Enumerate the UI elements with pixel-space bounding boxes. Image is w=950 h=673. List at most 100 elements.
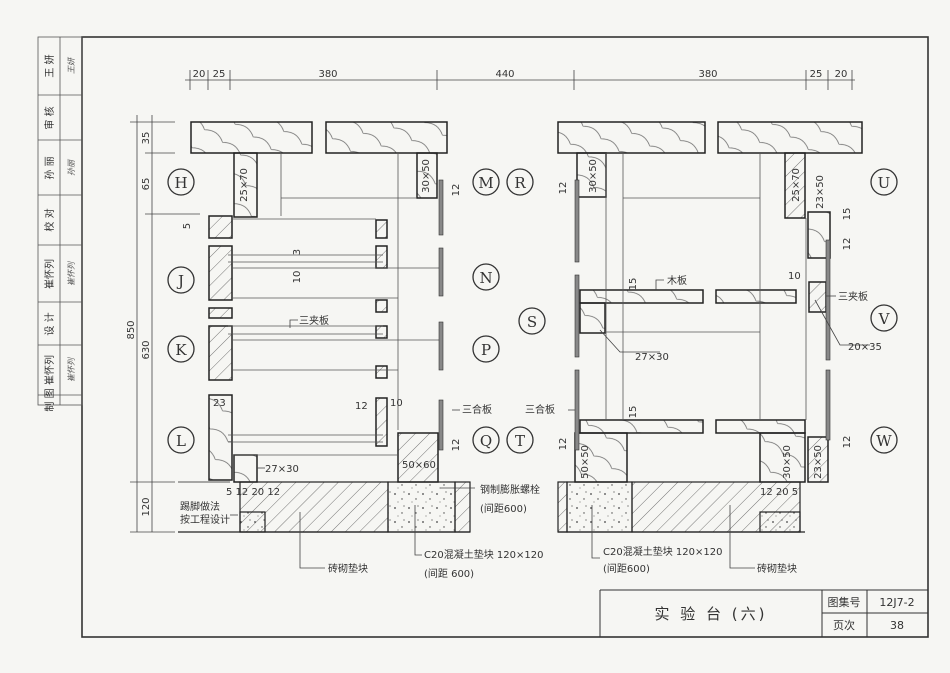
strip-label: 崔怀列 (43, 355, 56, 385)
dim-left: 35 (141, 132, 152, 145)
detail-marker-s: S (527, 313, 537, 331)
annot-w-block: 30×50 (782, 445, 793, 479)
annot-q-12: 12 (451, 439, 462, 452)
drawing-title: 实 验 台 (六) (654, 605, 767, 623)
dim-left: 850 (126, 320, 137, 339)
signature: 崔怀列 (67, 356, 76, 382)
annot-r-post: 30×50 (588, 159, 599, 193)
annot-concrete-spacing: (间距 600) (424, 567, 474, 580)
detail-marker-v: V (878, 310, 891, 328)
dim-top: 380 (318, 69, 337, 80)
left-floor (178, 481, 471, 533)
annot-q-block: 50×60 (402, 460, 436, 471)
right-section-drawing (557, 121, 863, 483)
dim-top: 20 (835, 69, 848, 80)
annot-s-block: 27×30 (635, 352, 669, 363)
annot-v-block: 20×35 (848, 342, 882, 353)
annot-sanhe: 三合板 (462, 403, 492, 416)
signature: 孙丽 (67, 158, 76, 176)
annot-u-block: 23×50 (815, 175, 826, 209)
dim-left: 630 (141, 340, 152, 359)
annot-l-23: 23 (213, 398, 226, 409)
annot-l-12: 12 (355, 401, 368, 412)
detail-marker-u: U (878, 174, 891, 192)
annot-right-concrete: C20混凝土垫块 120×120 (603, 545, 722, 558)
top-dimension-line (185, 70, 855, 90)
dim-left: 65 (141, 178, 152, 191)
title-block (599, 589, 928, 637)
annot-l-block: 27×30 (265, 464, 299, 475)
annot-m-12: 12 (451, 184, 462, 197)
annot-skirting: 踢脚做法 (180, 500, 220, 513)
dim-top: 25 (810, 69, 823, 80)
detail-marker-p: P (481, 341, 491, 359)
strip-label: 设 计 (43, 312, 56, 335)
annot-bolt-spacing: (间距600) (480, 502, 527, 515)
approval-strip (37, 36, 83, 406)
detail-marker-r: R (514, 174, 526, 192)
strip-label: 崔怀列 (43, 259, 56, 289)
left-dimension-lines (130, 115, 200, 533)
detail-marker-n: N (479, 269, 492, 287)
left-section-thin-lines (228, 153, 440, 456)
annot-t-block: 50×50 (580, 445, 591, 479)
annot-h-leg: 25×70 (239, 168, 250, 202)
right-section-thin-lines (605, 153, 807, 420)
annot-plywood: 三夹板 (299, 314, 329, 327)
annot-v-10: 10 (788, 271, 801, 282)
left-glass-panels (438, 179, 444, 451)
annot-u-12: 12 (842, 238, 853, 251)
annot-t-sanhe: 三合板 (525, 403, 555, 416)
strip-label: 制 图 (43, 388, 56, 411)
dim-top: 25 (213, 69, 226, 80)
annot-base-dims: 5 12 20 12 (226, 487, 280, 498)
annot-right-brick: 砖砌垫块 (757, 562, 797, 575)
annot-t-12: 12 (558, 438, 569, 451)
detail-marker-q: Q (480, 432, 492, 450)
detail-marker-t: T (515, 432, 525, 450)
signature: 王妍 (67, 56, 76, 74)
annot-t-15: 15 (628, 406, 639, 419)
strip-label: 王 妍 (43, 54, 56, 77)
signature: 崔怀列 (67, 260, 76, 286)
annot-u-leg: 25×70 (791, 168, 802, 202)
right-glass-panels (574, 179, 831, 451)
strip-label: 校 对 (43, 208, 56, 231)
dim-top: 380 (698, 69, 717, 80)
annot-wood-board: 木板 (667, 274, 687, 287)
annot-w-12: 12 (842, 436, 853, 449)
annot-concrete: C20混凝土垫块 120×120 (424, 548, 543, 561)
page-label: 页次 (833, 618, 855, 632)
dim-top: 20 (193, 69, 206, 80)
left-section-drawing (190, 121, 448, 483)
atlas-label: 图集号 (828, 595, 861, 609)
detail-marker-j: J (176, 272, 184, 290)
detail-marker-circles (167, 168, 898, 454)
strip-label: 孙 丽 (43, 156, 56, 179)
annot-v-plywood: 三夹板 (838, 290, 868, 303)
annot-right-base-dims: 12 20 5 (760, 487, 798, 498)
strip-label: 审 核 (43, 106, 56, 129)
annot-j-10: 10 (292, 271, 303, 284)
page-number: 38 (890, 619, 904, 632)
annot-l-10: 10 (390, 398, 403, 409)
annot-bolt: 钢制膨胀螺栓 (480, 483, 540, 496)
leader-lines (230, 279, 870, 569)
annot-r-12: 12 (558, 182, 569, 195)
annot-m-post: 30×50 (421, 159, 432, 193)
annot-j-3: 3 (292, 249, 303, 255)
detail-marker-l: L (176, 432, 186, 450)
dim-left: 5 (182, 223, 193, 229)
annot-w-small: 23×50 (813, 445, 824, 479)
detail-marker-h: H (174, 174, 187, 192)
annot-brick: 砖砌垫块 (328, 562, 368, 575)
detail-marker-k: K (175, 341, 187, 359)
detail-marker-m: M (478, 174, 493, 192)
atlas-number: 12J7-2 (879, 596, 914, 609)
right-floor (557, 481, 805, 533)
annot-u-15: 15 (842, 208, 853, 221)
annot-right-concrete-spacing: (间距600) (603, 562, 650, 575)
dim-top: 440 (495, 69, 514, 80)
annot-s-15: 15 (628, 278, 639, 291)
